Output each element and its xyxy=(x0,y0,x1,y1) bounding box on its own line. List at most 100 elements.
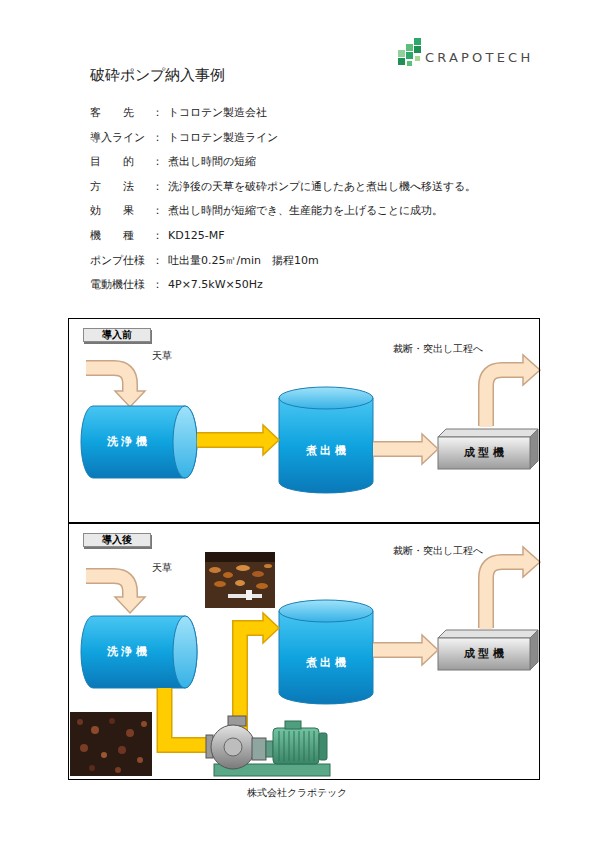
logo-mark xyxy=(406,44,413,51)
tank-body xyxy=(81,616,197,688)
spec-value: KD125-MF xyxy=(168,229,224,243)
spec-colon: ： xyxy=(152,254,163,268)
output-arrow-head xyxy=(523,547,540,577)
crushed-piece xyxy=(109,718,115,724)
flow-arrow xyxy=(373,635,438,665)
logo-mark xyxy=(407,61,412,66)
flow-arrow-body xyxy=(165,628,265,745)
tank-top xyxy=(279,387,373,409)
spec-value: 洗浄後の天草を破砕ポンプに通したあと煮出し機へ移送する。 xyxy=(168,180,476,194)
output-arrow-head xyxy=(523,355,540,385)
seaweed-piece xyxy=(214,581,226,587)
spec-key: ポンプ仕様 xyxy=(90,254,145,268)
spec-colon: ： xyxy=(152,278,163,292)
machine-name: 成 型 機 xyxy=(438,437,530,469)
crushed-piece xyxy=(91,726,99,734)
spec-key: 目 的 xyxy=(90,155,134,169)
machine-name: 成 型 機 xyxy=(438,638,530,670)
spec-colon: ： xyxy=(152,106,163,120)
flow-arrow-head xyxy=(422,635,438,665)
seaweed-piece xyxy=(223,572,233,578)
seaweed-piece xyxy=(256,583,268,589)
logo-mark xyxy=(414,38,421,45)
flow-arrow-outline xyxy=(165,628,263,745)
pump-casing xyxy=(211,725,255,769)
flow-arrow-head xyxy=(263,425,279,455)
input-arrow xyxy=(86,368,130,393)
tank-body xyxy=(279,398,373,493)
seaweed-photo xyxy=(205,552,275,562)
bearing-bracket xyxy=(252,738,266,760)
flow-arrow-body xyxy=(373,644,424,657)
panel-heading: 導入後 xyxy=(83,533,151,547)
next-process-label: 裁断・突出し工程へ xyxy=(393,342,483,356)
flow-arrow-body xyxy=(373,443,424,456)
input-arrow-head xyxy=(115,391,145,407)
panel-heading: 導入前 xyxy=(83,328,151,342)
crushed-photo xyxy=(70,712,152,776)
tank-top xyxy=(279,600,373,622)
motor-body xyxy=(273,728,319,764)
molding-machine: 成 型 機 xyxy=(438,429,538,469)
logo-mark xyxy=(414,46,421,53)
seaweed-piece xyxy=(264,564,272,568)
washer-tank: 洗 浄 機 xyxy=(81,616,197,688)
seaweed-piece xyxy=(235,580,245,586)
logo-mark xyxy=(415,56,420,61)
crushed-piece xyxy=(141,721,147,727)
spec-key: 効 果 xyxy=(90,204,134,218)
seaweed-photo xyxy=(205,552,275,608)
machine-name: 洗 浄 機 xyxy=(81,406,173,478)
machine-top xyxy=(438,630,538,638)
output-arrow xyxy=(486,370,524,426)
machine-name: 煮 出 機 xyxy=(279,409,373,493)
input-label: 天草 xyxy=(152,349,172,363)
machine-top xyxy=(438,429,538,437)
seaweed-piece xyxy=(236,565,250,571)
seaweed-piece xyxy=(209,567,221,573)
motor-fan-cover xyxy=(319,733,327,760)
spec-key: 機 種 xyxy=(90,229,134,243)
crushed-piece xyxy=(137,757,143,763)
tank-body xyxy=(279,611,373,704)
crushed-piece xyxy=(118,746,126,754)
input-arrow xyxy=(86,576,130,599)
spec-key: 客 先 xyxy=(90,106,134,120)
flow-arrow-head xyxy=(263,613,279,643)
boiler-tank: 煮 出 機 xyxy=(279,600,373,704)
output-arrow xyxy=(486,370,525,427)
terminal-box xyxy=(285,721,301,729)
spec-key: 導入ライン xyxy=(90,131,145,145)
output-arrow xyxy=(486,562,524,628)
flow-arrow-body xyxy=(197,434,265,447)
crushed-piece xyxy=(101,752,107,758)
page-title: 破砕ポンプ納入事例 xyxy=(90,66,225,84)
output-arrow xyxy=(486,562,525,629)
crushed-piece xyxy=(89,765,95,771)
machine-side xyxy=(530,630,538,670)
spec-key: 電動機仕様 xyxy=(90,278,145,292)
seaweed-piece xyxy=(252,571,264,577)
next-process-label: 裁断・突出し工程へ xyxy=(393,544,483,558)
flow-arrow xyxy=(165,613,279,745)
flow-arrow xyxy=(197,425,279,455)
crushed-piece xyxy=(80,744,88,752)
input-arrow xyxy=(86,368,130,392)
spec-colon: ： xyxy=(152,155,163,169)
spec-value: 煮出し時間の短縮 xyxy=(168,155,256,169)
crushed-piece xyxy=(126,729,134,737)
spec-value: トコロテン製造会社 xyxy=(168,106,267,120)
washer-tank: 洗 浄 機 xyxy=(81,406,197,478)
logo-mark xyxy=(398,50,405,57)
molding-machine: 成 型 機 xyxy=(438,630,538,670)
crushed-piece xyxy=(77,719,83,725)
tank-body xyxy=(81,406,197,478)
coupling xyxy=(266,741,273,757)
spec-value: 4P×7.5kW×50Hz xyxy=(168,278,263,292)
machine-front xyxy=(438,638,530,670)
machine-front xyxy=(438,437,530,469)
tank-end xyxy=(173,406,197,478)
